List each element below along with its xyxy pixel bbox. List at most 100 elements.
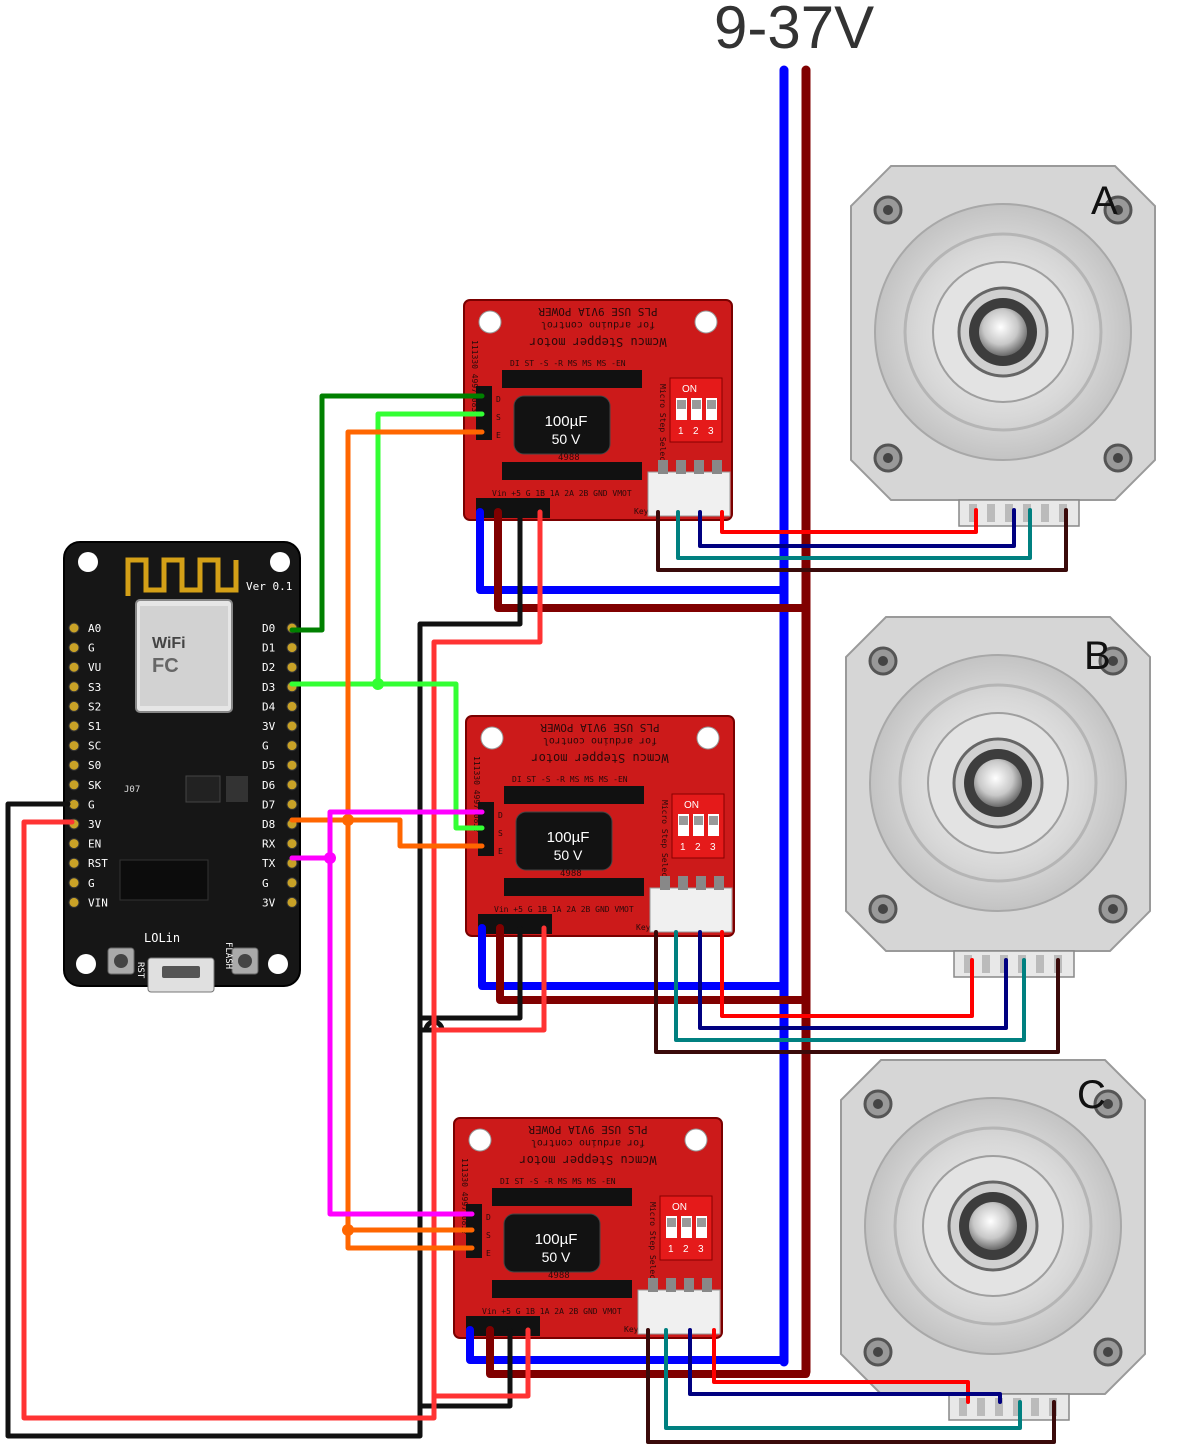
driver-ctrl-pin-label: D — [496, 395, 501, 404]
nodemcu-right-pin — [286, 700, 298, 712]
wire-d8-bus — [345, 429, 485, 1251]
nodemcu-right-pin-label: 3V — [262, 720, 276, 733]
driver-ctrl-pin-label: D — [486, 1213, 491, 1222]
wire-b-coil-blue — [698, 930, 1008, 1030]
nodemcu-right-pin — [286, 661, 298, 673]
nodemcu-left-pin — [68, 661, 80, 673]
fcc-logo: FC — [152, 655, 179, 677]
driver-ctrl-pin-label: D — [498, 811, 503, 820]
nodemcu-right-pin — [286, 838, 298, 850]
micro-step-label: Micro Step Select — [648, 1202, 657, 1284]
nodemcu-left-pin — [68, 857, 80, 869]
wire-logic-gnd-d3 — [417, 1327, 513, 1409]
flash-button-label: FLASH — [223, 942, 233, 969]
capacitor-value: 100µF — [547, 829, 590, 846]
dip-switch-number: 3 — [698, 1244, 704, 1255]
dip-switch-number: 3 — [708, 426, 714, 437]
nodemcu-right-pin — [286, 896, 298, 908]
driver-title-line3: Wcmcu Stepper motor — [519, 1153, 656, 1167]
driver-header-labels: DI ST -S -R MS MS MS -EN — [512, 775, 628, 784]
capacitor-voltage: 50 V — [554, 847, 583, 863]
nodemcu-left-pin-label: 3V — [88, 818, 102, 831]
capacitor-voltage: 50 V — [542, 1249, 571, 1265]
wire-a-coil-teal — [676, 508, 1032, 560]
driver-bottom-labels: Vin +5 G 1B 1A 2A 2B GND VMOT — [494, 905, 634, 914]
nodemcu-right-pin-label: D5 — [262, 759, 275, 772]
driver-ctrl-pin-label: E — [496, 431, 501, 440]
nodemcu-left-pin-label: SC — [88, 740, 101, 753]
capacitor-voltage: 50 V — [552, 431, 581, 447]
nodemcu-right-pin-label: D6 — [262, 779, 275, 792]
dip-switch-number: 3 — [710, 842, 716, 853]
board-name: LOLin — [144, 931, 180, 945]
wire-3v-d2 — [431, 925, 547, 1033]
motor-a-label: A — [1091, 179, 1118, 223]
nodemcu-left-pin — [68, 877, 80, 889]
motor-connector — [649, 887, 733, 933]
dip-switch-on-label: ON — [684, 800, 699, 811]
motor-connector — [647, 471, 731, 517]
nodemcu-left-pin-label: S1 — [88, 720, 101, 733]
nodemcu-board: WiFi FC J07 LOLin Ver 0.1 RST FLASH A0GV… — [63, 541, 301, 993]
nodemcu-left-pin-label: RST — [88, 857, 108, 870]
wire-d1-gnd — [494, 508, 810, 612]
driver-bottom-labels: Vin +5 G 1B 1A 2A 2B GND VMOT — [482, 1307, 622, 1316]
nodemcu-right-pin — [286, 877, 298, 889]
nodemcu-left-pin — [68, 779, 80, 791]
wire-a-coil-blue — [698, 508, 1016, 548]
nodemcu-right-pin-label: D1 — [262, 642, 275, 655]
capacitor-value: 100µF — [545, 413, 588, 430]
stepper-motor-c: C — [839, 1058, 1147, 1422]
nodemcu-left-pin — [68, 740, 80, 752]
nodemcu-right-pin — [286, 720, 298, 732]
nodemcu-left-pin — [68, 838, 80, 850]
nodemcu-right-pin-label: D3 — [262, 681, 275, 694]
driver-chip-label: 4988 — [560, 869, 582, 879]
driver-title-line2: for arduino control — [531, 1137, 645, 1148]
wire-d3-up — [375, 411, 485, 687]
wire-c-coil-blue — [688, 1328, 1002, 1404]
supply-voltage-label: 9-37V — [714, 0, 874, 61]
driver-header-labels: DI ST -S -R MS MS MS -EN — [510, 359, 626, 368]
wire-d3-gnd — [486, 1326, 810, 1378]
driver-chip-label: 4988 — [558, 453, 580, 463]
nodemcu-right-pin-label: RX — [262, 838, 276, 851]
motor-b-label: B — [1084, 634, 1111, 678]
nodemcu-right-pin-label: D4 — [262, 700, 276, 713]
nodemcu-right-pin-label: D2 — [262, 661, 275, 674]
driver-ctrl-pin-label: E — [498, 847, 503, 856]
driver-title-line2: for arduino control — [541, 319, 655, 330]
dip-switch-number: 1 — [680, 842, 686, 853]
wire-c-coil-brown — [646, 1328, 1056, 1444]
wire-3v — [21, 509, 543, 1421]
nodemcu-left-pin-label: G — [88, 798, 95, 811]
dip-switch-on-label: ON — [682, 384, 697, 395]
nodemcu-left-pin — [68, 798, 80, 810]
wire-d3-vmot — [466, 1326, 788, 1364]
nodemcu-left-pin-label: EN — [88, 838, 101, 851]
nodemcu-left-pin — [68, 720, 80, 732]
nodemcu-left-pin-label: S0 — [88, 759, 101, 772]
wire-tx — [289, 809, 485, 861]
nodemcu-left-pin — [68, 681, 80, 693]
nodemcu-left-pin-label: G — [88, 877, 95, 890]
driver-title-line2: for arduino control — [543, 735, 657, 746]
driver-ctrl-pin-label: E — [486, 1249, 491, 1258]
chip-label: J07 — [124, 785, 140, 795]
driver-title-line3: Wcmcu Stepper motor — [531, 751, 668, 765]
wire-b-coil-brown — [654, 930, 1060, 1054]
dip-switch-number: 1 — [678, 426, 684, 437]
nodemcu-left-pin-label: VU — [88, 661, 101, 674]
driver-code: 111330 49972083? — [470, 340, 479, 417]
dip-switch-number: 2 — [693, 426, 699, 437]
stepper-motor-a: A — [849, 164, 1157, 528]
driver-ctrl-pin-label: S — [498, 829, 503, 838]
nodemcu-right-pin-label: 3V — [262, 896, 276, 909]
wire-d2-vmot — [478, 924, 788, 990]
nodemcu-left-pin-label: VIN — [88, 896, 108, 909]
wire-b-coil-teal — [674, 930, 1026, 1042]
